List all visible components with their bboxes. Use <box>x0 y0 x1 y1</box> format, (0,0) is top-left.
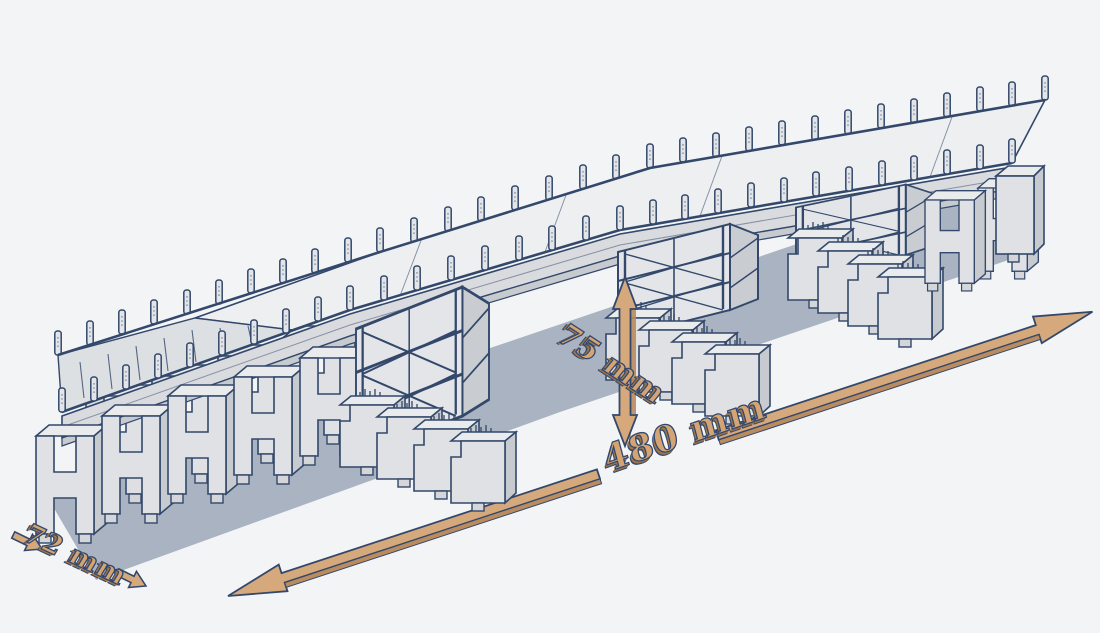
height-dimension-arrow <box>611 274 639 449</box>
width-dimension-arrows <box>10 530 148 589</box>
far-rail-beam <box>57 98 1046 357</box>
crib-pier-right <box>924 164 1046 292</box>
bridge-model <box>35 75 1049 544</box>
deck-panel-seams <box>399 116 953 297</box>
ground-shadow <box>48 192 1032 580</box>
